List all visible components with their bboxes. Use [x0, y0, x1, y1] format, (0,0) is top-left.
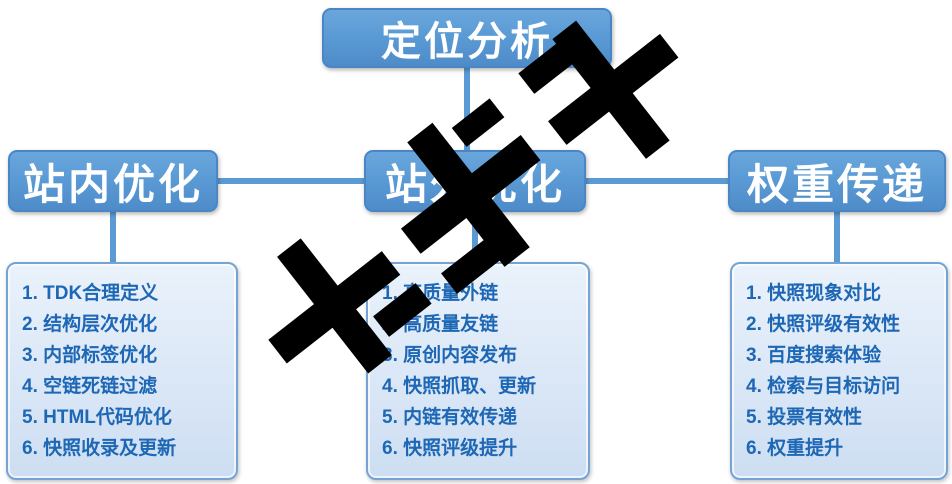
root-node-label: 定位分析 — [381, 20, 553, 64]
list-item: 5. 投票有效性 — [746, 407, 863, 428]
branch-node-label: 权重传递 — [746, 160, 927, 208]
list-item: 5. 内链有效传递 — [382, 407, 518, 428]
connector-branch2-vertical — [834, 180, 840, 266]
list-item: 6. 权重提升 — [746, 438, 844, 459]
list-item: 5. HTML代码优化 — [22, 407, 172, 428]
root-node: 定位分析 — [322, 8, 612, 68]
list-item: 2. 高质量友链 — [382, 314, 499, 335]
list-item: 1. 快照现象对比 — [746, 283, 882, 304]
list-item: 1. 高质量外链 — [382, 283, 499, 304]
list-item: 3. 百度搜索体验 — [746, 345, 882, 366]
list-item: 4. 快照抓取、更新 — [382, 376, 537, 397]
branch-node-onsite: 站内优化 — [8, 150, 218, 212]
list-item: 2. 结构层次优化 — [22, 314, 158, 335]
connector-branch0-vertical — [110, 180, 116, 266]
list-panel-onsite: 1. TDK合理定义 2. 结构层次优化 3. 内部标签优化 4. 空链死链过滤… — [6, 262, 238, 480]
list-panel-offsite: 1. 高质量外链 2. 高质量友链 3. 原创内容发布 4. 快照抓取、更新 5… — [366, 262, 590, 480]
branch-node-offsite: 站外优化 — [364, 150, 586, 212]
list-item: 3. 内部标签优化 — [22, 345, 158, 366]
list-item: 4. 检索与目标访问 — [746, 376, 901, 397]
list-item: 4. 空链死链过滤 — [22, 376, 158, 397]
list-item: 2. 快照评级有效性 — [746, 314, 901, 335]
branch-node-weight: 权重传递 — [728, 150, 946, 212]
list-item: 6. 快照评级提升 — [382, 438, 518, 459]
list-item: 6. 快照收录及更新 — [22, 438, 177, 459]
branch-node-label: 站外优化 — [384, 160, 565, 208]
branch-node-label: 站内优化 — [22, 160, 203, 208]
list-item: 3. 原创内容发布 — [382, 345, 518, 366]
list-panel-weight: 1. 快照现象对比 2. 快照评级有效性 3. 百度搜索体验 4. 检索与目标访… — [730, 262, 948, 480]
list-item: 1. TDK合理定义 — [22, 283, 159, 304]
